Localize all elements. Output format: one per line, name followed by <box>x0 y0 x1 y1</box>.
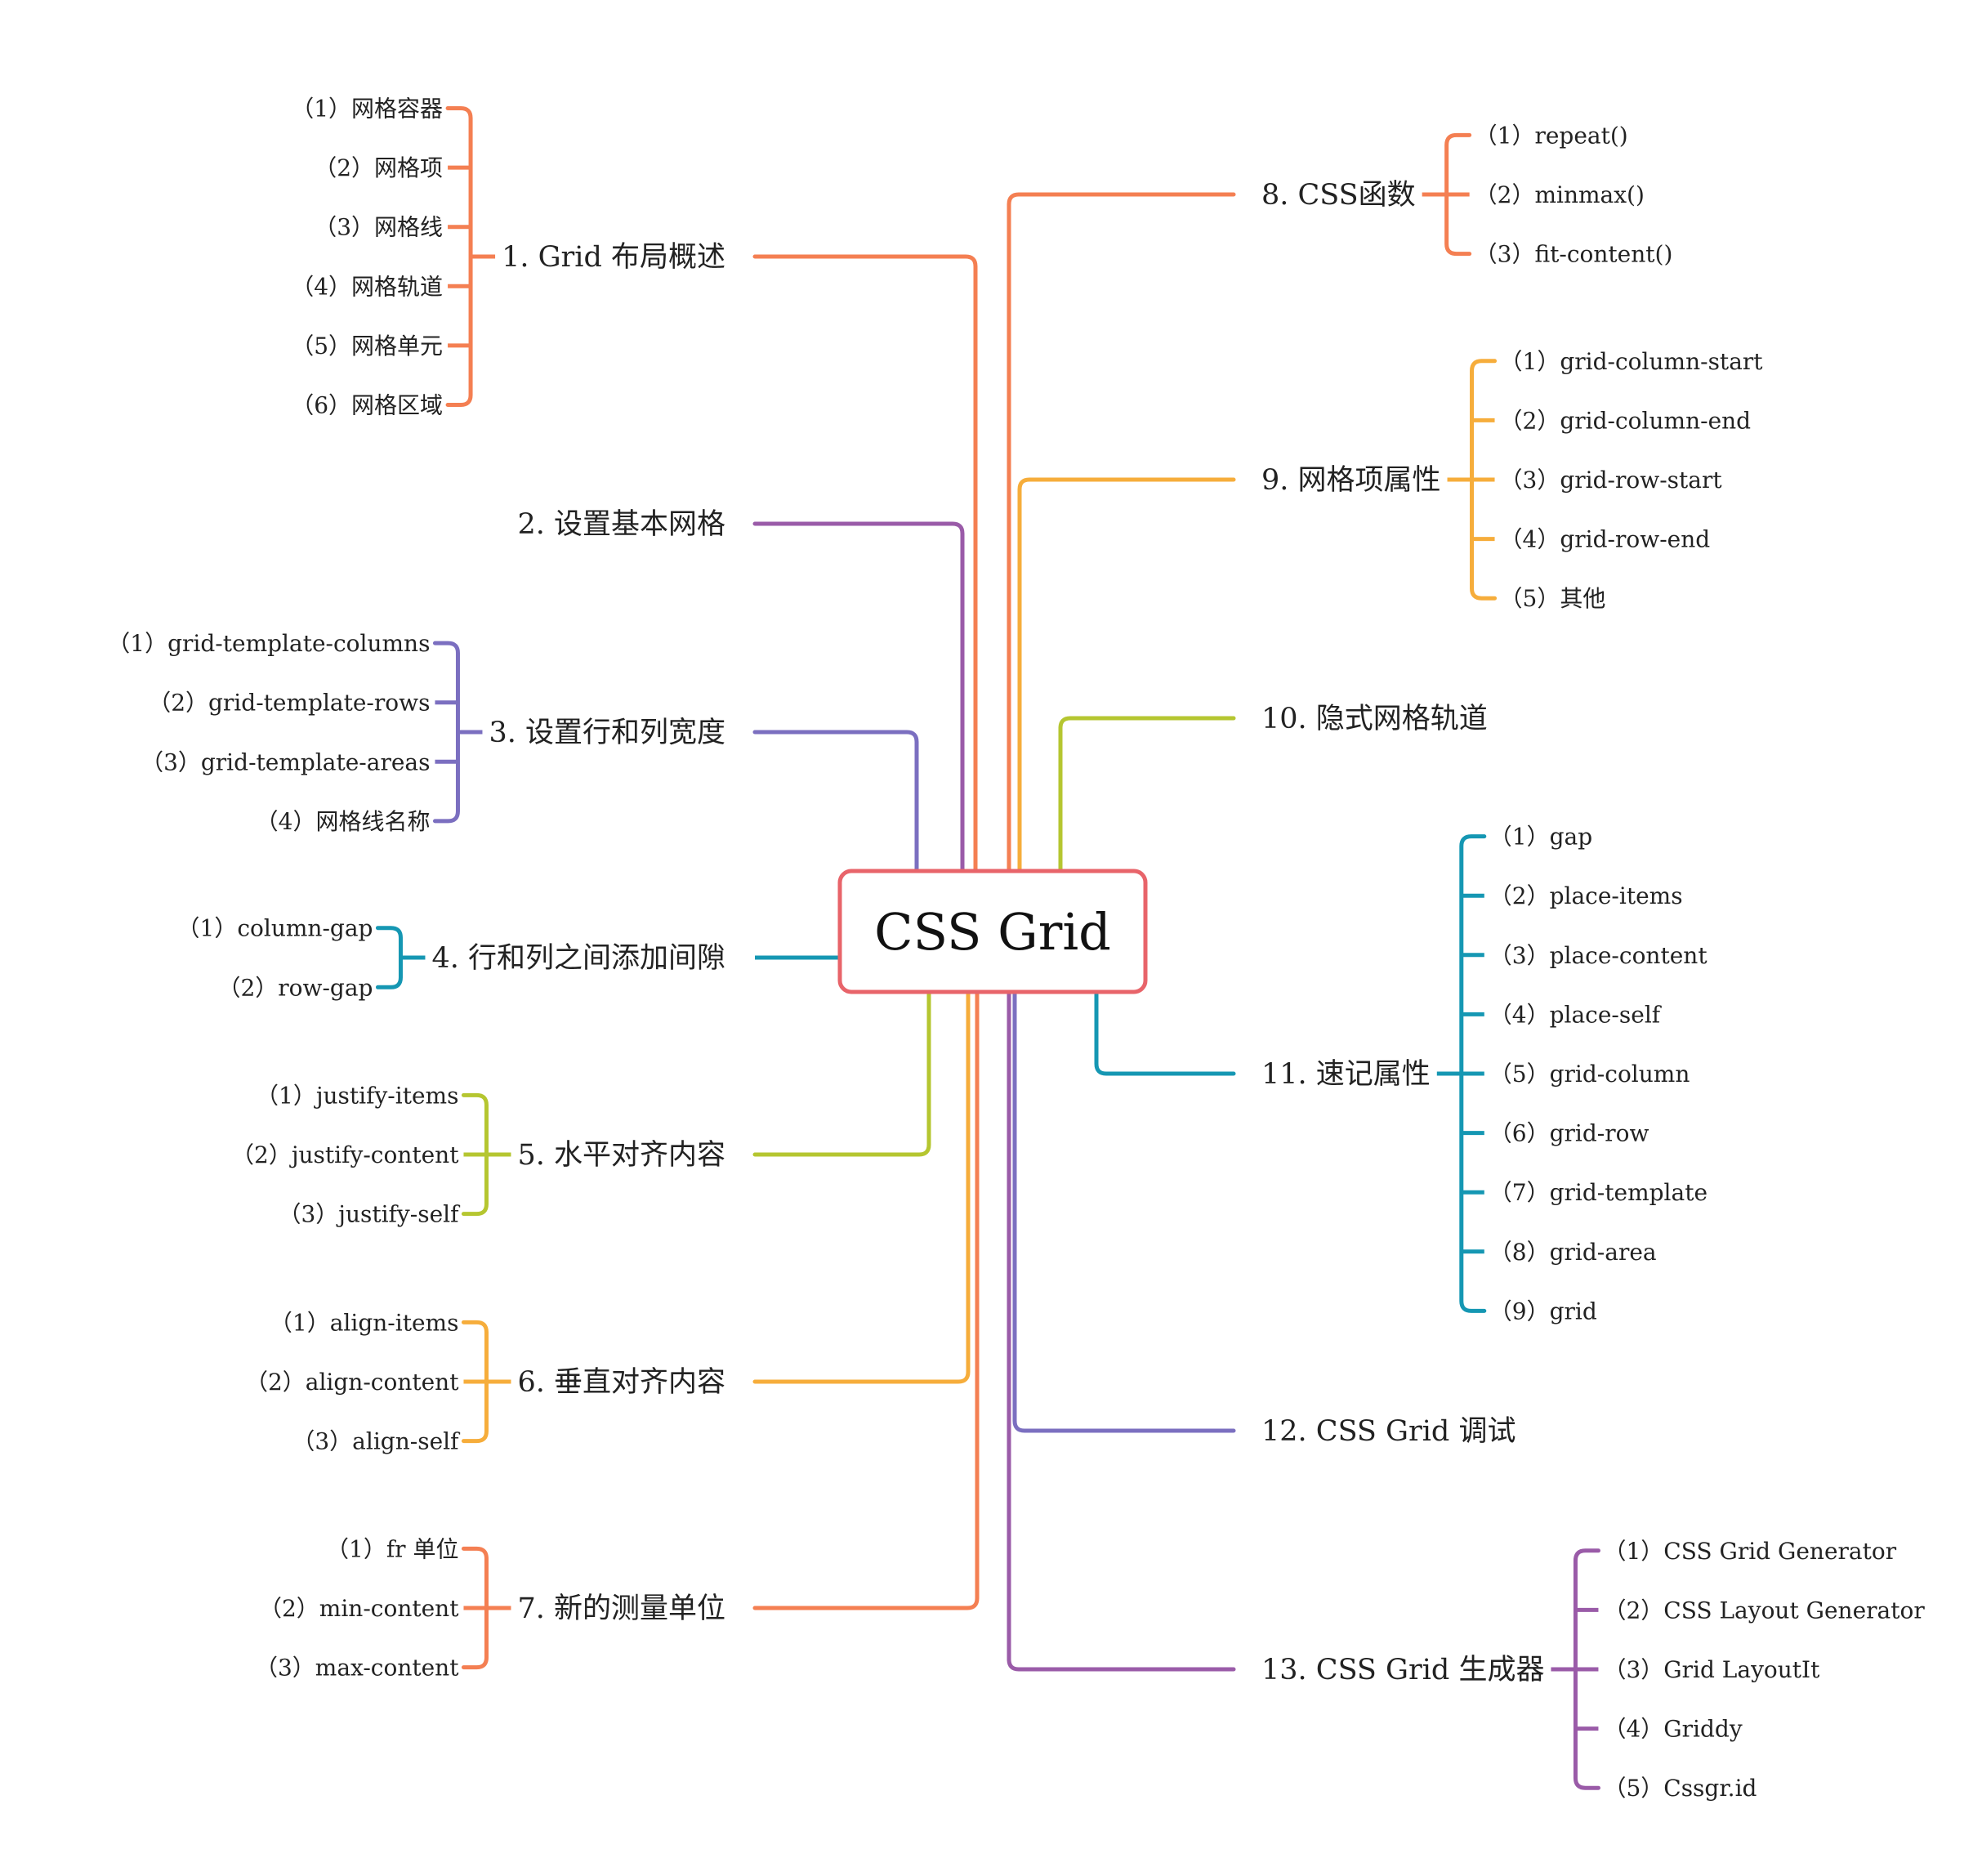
branch-node-8[interactable]: 8. CSS函数 <box>1261 179 1416 212</box>
leaf-node[interactable]: （4）grid-row-end <box>1500 526 1711 553</box>
mind-map-nodes: 1. Grid 布局概述 （1）网格容器 （2）网格项 （3）网格线 （4）网格轨道 （5… <box>107 96 1925 1802</box>
branch-node-7[interactable]: 7. 新的测量单位 <box>517 1592 725 1625</box>
leaf-node[interactable]: （2）CSS Layout Generator <box>1603 1597 1925 1624</box>
leaf-node[interactable]: （4）网格线名称 <box>256 808 431 835</box>
leaf-node[interactable]: （1）fr 单位 <box>326 1535 458 1562</box>
bracket-8 <box>1444 132 1472 257</box>
connector-8 <box>1007 192 1236 875</box>
leaf-node[interactable]: （5）Cssgr.id <box>1603 1775 1757 1802</box>
leaf-node[interactable]: （3）网格线 <box>314 214 443 241</box>
branch-label-10: 10. 隐式网格轨道 <box>1261 703 1488 735</box>
leaf-node[interactable]: （2）minmax() <box>1475 181 1645 208</box>
branch-label-5: 5. 水平对齐内容 <box>517 1139 725 1172</box>
connector-6 <box>752 989 971 1384</box>
branch-node-13[interactable]: 13. CSS Grid 生成器 <box>1261 1654 1544 1686</box>
leaf-node[interactable]: （6）网格区域 <box>291 392 443 419</box>
connector-12 <box>1012 989 1236 1433</box>
leaf-node[interactable]: （1）grid-column-start <box>1500 348 1764 375</box>
leaf-node[interactable]: （1）gap <box>1489 824 1592 851</box>
leaf-node[interactable]: （3）justify-self <box>278 1201 461 1228</box>
leaf-node[interactable]: （4）Griddy <box>1603 1716 1742 1743</box>
connector-13 <box>1007 989 1236 1672</box>
leaf-node[interactable]: （2）place-items <box>1489 882 1683 909</box>
leaf-node[interactable]: （1）justify-items <box>256 1082 458 1109</box>
leaf-node[interactable]: （3）place-content <box>1489 942 1708 969</box>
bracket-7 <box>461 1546 489 1670</box>
branch-node-9[interactable]: 9. 网格项属性 <box>1261 464 1441 497</box>
branch-label-8: 8. CSS函数 <box>1261 179 1416 212</box>
branch-node-10[interactable]: 10. 隐式网格轨道 <box>1261 703 1488 735</box>
leaf-node[interactable]: （4）place-self <box>1489 1001 1663 1028</box>
branch-label-4: 4. 行和列之间添加间隙 <box>431 942 725 975</box>
leaf-node[interactable]: （2）min-content <box>259 1595 459 1622</box>
connector-5 <box>752 989 931 1157</box>
connector-11 <box>1094 989 1236 1076</box>
leaf-node[interactable]: （2）grid-template-rows <box>148 690 430 717</box>
connector-10 <box>1058 716 1236 875</box>
leaf-node[interactable]: （6）grid-row <box>1489 1120 1649 1147</box>
bracket-1 <box>445 106 473 407</box>
connector-lines <box>752 192 1236 1672</box>
branch-label-1: 1. Grid 布局概述 <box>502 241 725 274</box>
leaf-node[interactable]: （7）grid-template <box>1489 1179 1707 1206</box>
branch-node-5[interactable]: 5. 水平对齐内容 <box>517 1139 725 1172</box>
bracket-3 <box>432 641 460 824</box>
branch-node-1[interactable]: 1. Grid 布局概述 <box>502 241 725 274</box>
connector-2 <box>752 521 965 875</box>
leaf-node[interactable]: （3）fit-content() <box>1475 241 1673 268</box>
leaf-node[interactable]: （3）grid-row-start <box>1500 467 1723 494</box>
center-node-label: CSS Grid <box>874 902 1111 962</box>
bracket-13 <box>1573 1548 1600 1790</box>
branch-node-3[interactable]: 3. 设置行和列宽度 <box>489 717 725 749</box>
branch-node-2[interactable]: 2. 设置基本网格 <box>517 508 725 541</box>
branch-label-9: 9. 网格项属性 <box>1261 464 1441 497</box>
leaf-node[interactable]: （1）CSS Grid Generator <box>1603 1538 1896 1565</box>
leaf-node[interactable]: （2）grid-column-end <box>1500 407 1752 434</box>
branch-label-13: 13. CSS Grid 生成器 <box>1261 1654 1544 1686</box>
bracket-4 <box>375 926 403 989</box>
bracket-5 <box>461 1092 489 1217</box>
leaf-node[interactable]: （3）align-self <box>292 1428 461 1455</box>
leaf-node[interactable]: （5）其他 <box>1500 585 1606 612</box>
branch-label-2: 2. 设置基本网格 <box>517 508 725 541</box>
bracket-6 <box>461 1320 489 1444</box>
branch-label-3: 3. 设置行和列宽度 <box>489 717 725 749</box>
leaf-node[interactable]: （4）网格轨道 <box>291 273 443 300</box>
leaf-node[interactable]: （5）网格单元 <box>291 333 443 360</box>
branch-label-6: 6. 垂直对齐内容 <box>517 1366 725 1399</box>
bracket-9 <box>1470 359 1498 601</box>
leaf-node[interactable]: （8）grid-area <box>1489 1239 1657 1266</box>
connector-7 <box>752 989 980 1610</box>
leaf-node[interactable]: （5）grid-column <box>1489 1061 1690 1088</box>
leaf-node[interactable]: （1）网格容器 <box>291 96 443 123</box>
leaf-node[interactable]: （2）justify-content <box>231 1141 459 1168</box>
leaf-node[interactable]: （9）grid <box>1489 1298 1597 1324</box>
center-node[interactable]: CSS Grid <box>837 869 1148 994</box>
leaf-node[interactable]: （2）网格项 <box>314 154 443 181</box>
leaf-node[interactable]: （2）align-content <box>245 1369 459 1396</box>
connector-9 <box>1017 477 1236 875</box>
branch-node-12[interactable]: 12. CSS Grid 调试 <box>1261 1415 1516 1448</box>
leaf-node[interactable]: （3）Grid LayoutIt <box>1603 1656 1820 1683</box>
leaf-node[interactable]: （1）repeat() <box>1475 122 1628 149</box>
leaf-node[interactable]: （1）align-items <box>270 1309 459 1336</box>
leaf-node[interactable]: （1）column-gap <box>177 915 373 942</box>
leaf-node[interactable]: （3）max-content <box>255 1655 459 1682</box>
branch-node-4[interactable]: 4. 行和列之间添加间隙 <box>431 942 725 975</box>
branch-node-11[interactable]: 11. 速记属性 <box>1261 1058 1431 1091</box>
connector-1 <box>752 254 978 875</box>
leaf-node[interactable]: （1）grid-template-columns <box>107 630 430 657</box>
branch-node-6[interactable]: 6. 垂直对齐内容 <box>517 1366 725 1399</box>
branch-label-7: 7. 新的测量单位 <box>517 1592 725 1625</box>
leaf-node[interactable]: （3）grid-template-areas <box>141 748 430 775</box>
leaf-node[interactable]: （2）row-gap <box>217 974 373 1001</box>
connector-3 <box>752 730 919 875</box>
branch-label-11: 11. 速记属性 <box>1261 1058 1431 1091</box>
center-node-box <box>837 869 1148 994</box>
branch-label-12: 12. CSS Grid 调试 <box>1261 1415 1516 1448</box>
child-brackets <box>375 106 1600 1790</box>
